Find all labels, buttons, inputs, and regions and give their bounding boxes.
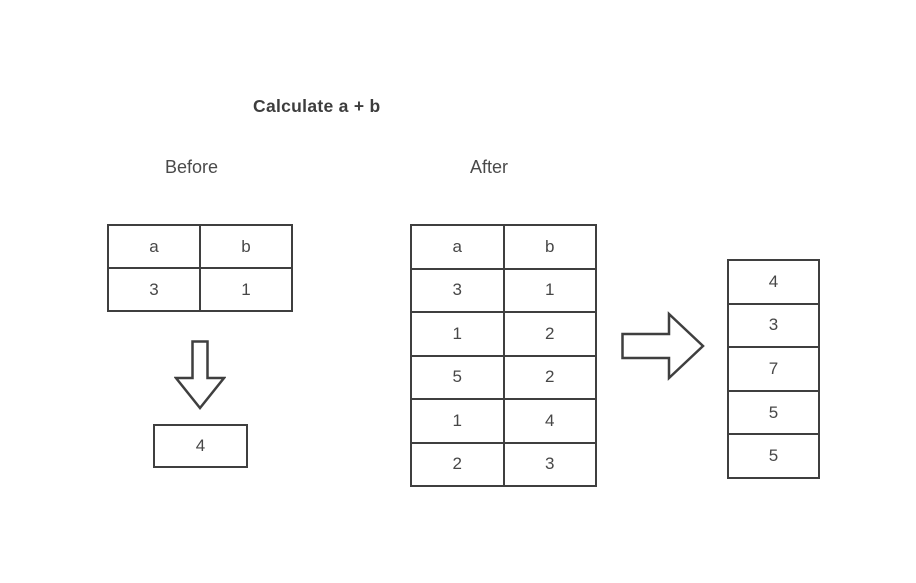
before-section-label: Before — [165, 157, 219, 177]
after-cell: 4 — [502, 398, 597, 444]
after-table-header-row: a b — [410, 224, 597, 270]
result-cell: 7 — [727, 346, 820, 392]
after-header-b: b — [502, 224, 597, 270]
after-result-stack: 4 3 7 5 5 — [727, 259, 820, 479]
result-cell: 5 — [727, 389, 820, 436]
before-header-a: a — [107, 224, 201, 269]
after-cell: 1 — [410, 398, 505, 444]
after-table-row: 3 1 — [410, 267, 597, 313]
after-table-row: 2 3 — [410, 441, 597, 487]
after-cell: 3 — [410, 267, 505, 313]
result-cell: 4 — [727, 259, 820, 305]
after-table-row: 5 2 — [410, 354, 597, 400]
after-cell: 1 — [502, 267, 597, 313]
diagram-title: Calculate a + b — [253, 96, 381, 116]
after-cell: 2 — [502, 354, 597, 400]
after-cell: 1 — [410, 311, 505, 357]
before-result-box: 4 — [153, 424, 248, 468]
before-cell-b: 1 — [199, 267, 293, 312]
before-cell-a: 3 — [107, 267, 201, 312]
after-cell: 3 — [502, 441, 597, 487]
right-arrow-icon — [621, 311, 705, 381]
after-table-row: 1 2 — [410, 311, 597, 357]
before-table-row: 3 1 — [107, 267, 293, 312]
after-section-label: After — [470, 157, 509, 177]
after-table: a b 3 1 1 2 5 2 1 4 2 3 — [410, 224, 597, 487]
down-arrow-icon — [174, 340, 226, 410]
after-table-row: 1 4 — [410, 398, 597, 444]
before-table-header-row: a b — [107, 224, 293, 269]
after-header-a: a — [410, 224, 505, 270]
before-header-b: b — [199, 224, 293, 269]
after-cell: 2 — [502, 311, 597, 357]
result-cell: 5 — [727, 433, 820, 479]
before-result-value: 4 — [195, 436, 206, 455]
after-cell: 2 — [410, 441, 505, 487]
after-cell: 5 — [410, 354, 505, 400]
result-cell: 3 — [727, 302, 820, 349]
before-table: a b 3 1 — [107, 224, 293, 312]
